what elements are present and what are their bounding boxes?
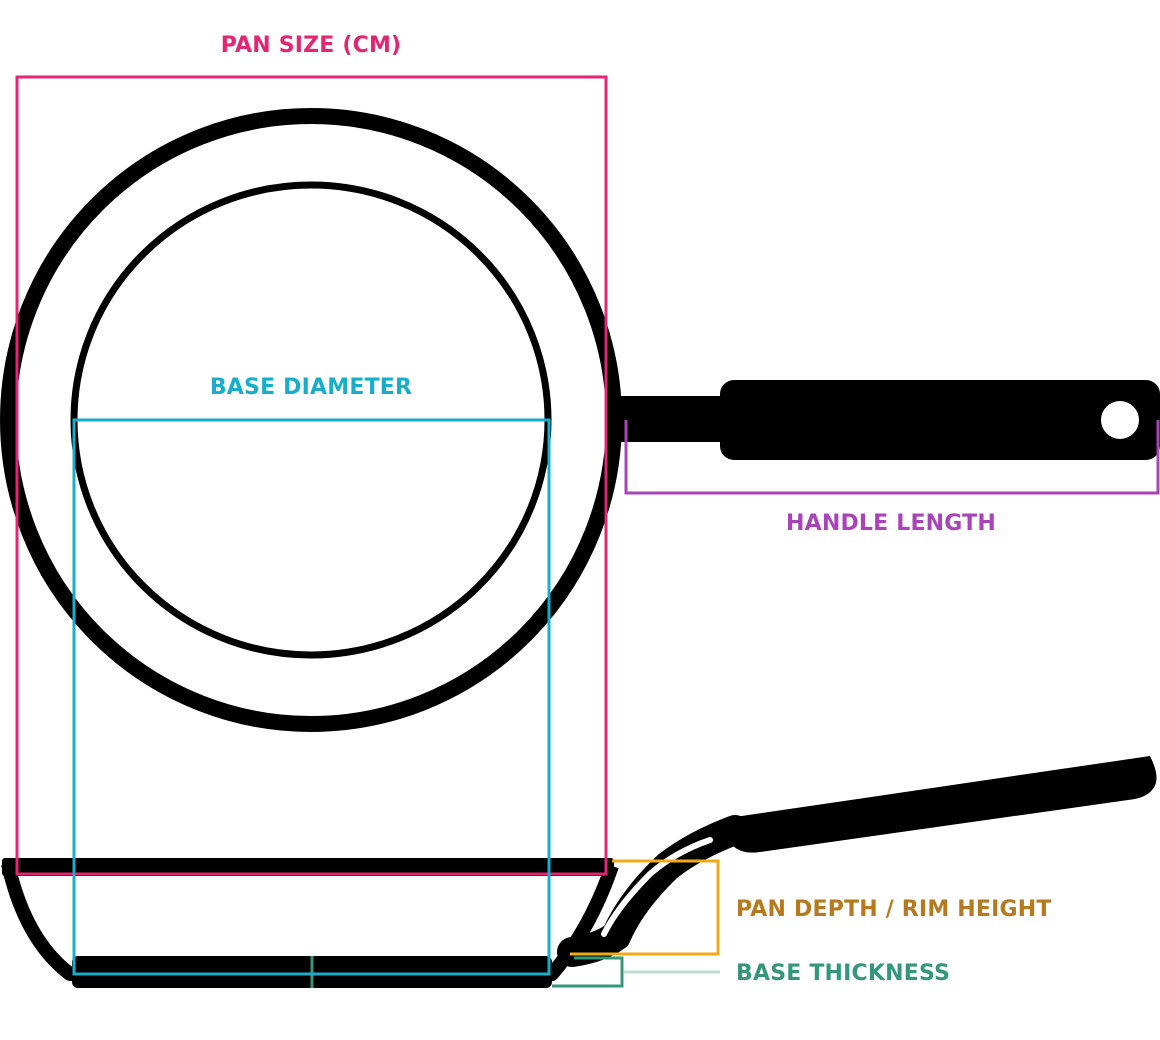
base-diameter-label: BASE DIAMETER	[210, 375, 412, 400]
pan-side-rim	[2, 858, 614, 876]
base-thickness-label: BASE THICKNESS	[736, 961, 950, 986]
handle-grip-side	[726, 756, 1157, 853]
base-diameter-guide	[72, 418, 551, 976]
handle-grip-top	[720, 380, 1160, 460]
handle-shaft-top	[600, 396, 740, 442]
pan-size-guide	[15, 75, 608, 876]
base-thickness-guide	[552, 956, 624, 988]
handle-hole	[1101, 401, 1139, 439]
pan-depth-label: PAN DEPTH / RIM HEIGHT	[736, 897, 1052, 922]
handle-length-guide	[624, 420, 1160, 495]
pan-size-label: PAN SIZE (CM)	[221, 33, 402, 58]
handle-length-label: HANDLE LENGTH	[786, 511, 996, 536]
handle-neck-inner	[601, 837, 713, 937]
pan-depth-guide	[570, 859, 720, 956]
